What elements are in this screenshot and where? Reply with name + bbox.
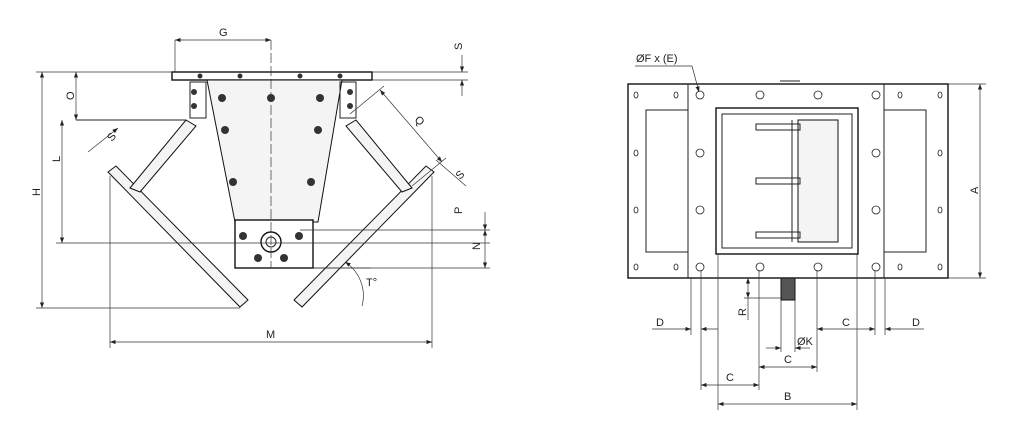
- mounting-holes: [633, 90, 943, 272]
- dim-label-t: T°: [366, 277, 377, 289]
- dim-label-k: ØK: [797, 336, 814, 348]
- dim-label-o: O: [65, 91, 77, 100]
- dim-label-h: H: [31, 188, 43, 196]
- dim-label-m: M: [266, 329, 275, 341]
- dim-label-n: N: [471, 242, 483, 250]
- dim-label-p: P: [453, 207, 465, 214]
- side-view: G S H O L S Q S P N T° M: [31, 27, 490, 348]
- left-arm: [129, 119, 197, 193]
- dim-label-s-right: S: [454, 168, 468, 182]
- dim-label-s-top: S: [453, 43, 465, 50]
- dim-label-l: L: [51, 156, 63, 162]
- dim-label-d-right: D: [912, 317, 920, 329]
- dim-label-s-left: S: [105, 131, 119, 144]
- dim-label-c-mid: C: [784, 354, 792, 366]
- drive-shaft: [780, 277, 796, 301]
- right-arm: [345, 119, 413, 193]
- dim-label-c-left: C: [726, 372, 734, 384]
- hole-spec-label: ØF x (E): [636, 53, 678, 65]
- dim-label-a: A: [969, 186, 981, 194]
- dim-label-b: B: [784, 391, 791, 403]
- left-blade: [107, 165, 249, 308]
- dim-label-q: Q: [412, 114, 427, 129]
- dim-label-r: R: [737, 308, 749, 316]
- dim-label-d-left: D: [656, 317, 664, 329]
- front-view: ØF x (E) A R D C D ØK C C B: [627, 53, 986, 410]
- bolts: [191, 73, 353, 262]
- dim-label-g: G: [219, 27, 228, 39]
- dim-label-c-right: C: [842, 317, 850, 329]
- center-plate: [206, 79, 343, 223]
